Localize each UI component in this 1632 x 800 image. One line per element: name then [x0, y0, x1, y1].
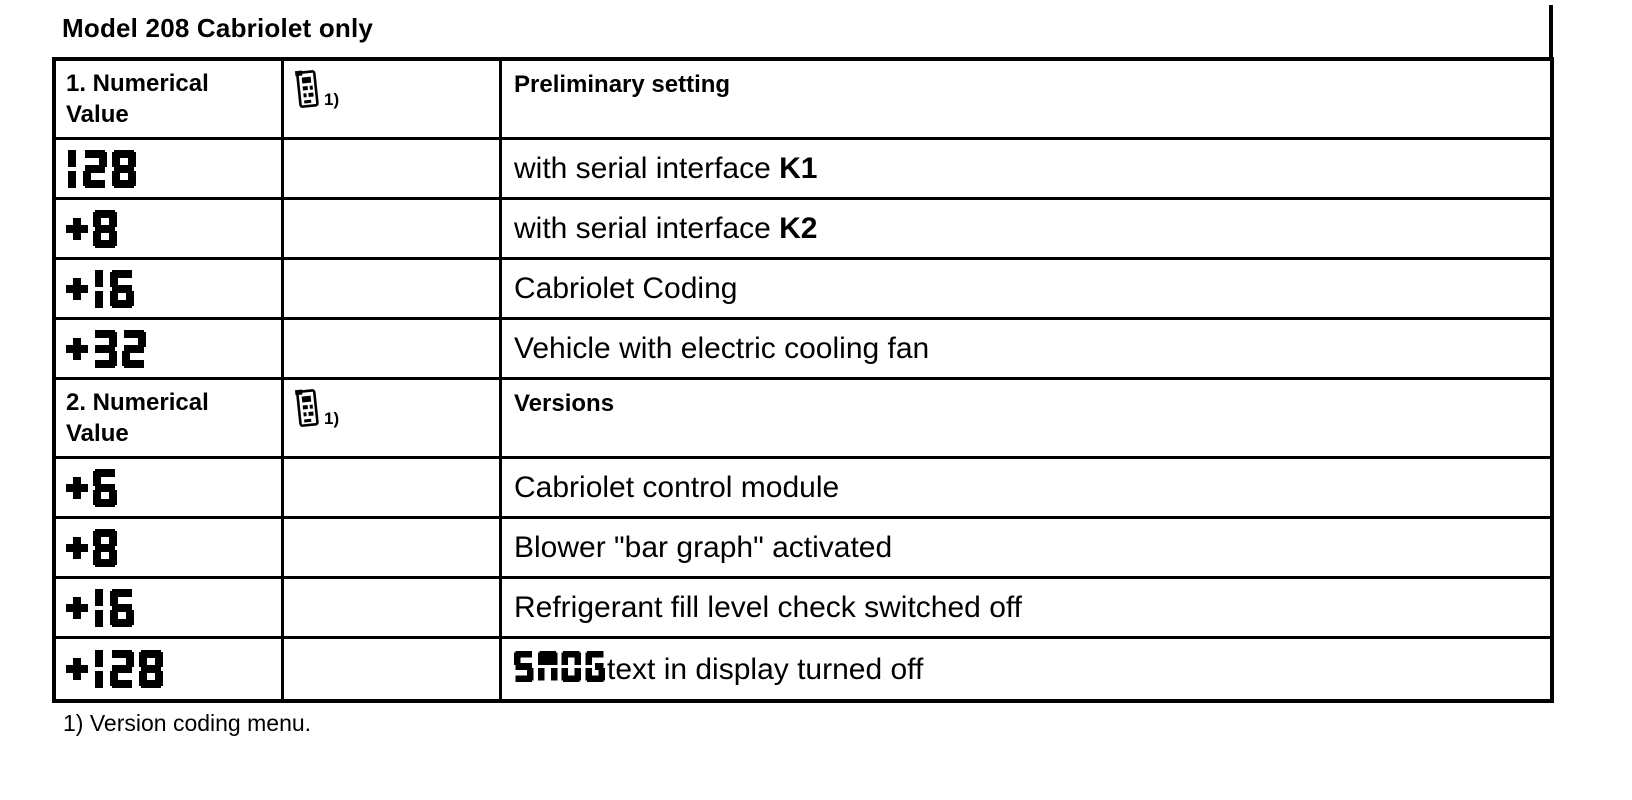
empty-cell: [284, 519, 502, 576]
lcd-value: [66, 149, 136, 188]
table-data-row: text in display turned off: [56, 639, 1550, 699]
description-text: with serial interface K1: [514, 152, 817, 186]
description-cell: Cabriolet control module: [502, 459, 1550, 516]
lcd-value: [66, 269, 134, 308]
description-part: K2: [779, 211, 818, 245]
description-text: Cabriolet Coding: [514, 272, 737, 306]
lcd-value-cell: [56, 579, 284, 636]
tester-icon-cell: 1): [284, 61, 502, 137]
description-cell: Vehicle with electric cooling fan: [502, 320, 1550, 377]
header-label: 1. Numerical Value: [66, 70, 209, 129]
table-data-row: Refrigerant fill level check switched of…: [56, 579, 1550, 639]
description-cell: Blower "bar graph" activated: [502, 519, 1550, 576]
lcd-value-cell: [56, 200, 284, 257]
table-data-row: Cabriolet control module: [56, 459, 1550, 519]
empty-cell: [284, 459, 502, 516]
description-part: Refrigerant fill level check switched of…: [514, 590, 1023, 624]
coding-table: 1. Numerical Value 1): [52, 57, 1554, 703]
lcd-value: [66, 209, 117, 248]
footnote-marker: 1): [324, 409, 340, 428]
table-data-row: with serial interface K1: [56, 140, 1550, 200]
footnote: 1) Version coding menu.: [63, 710, 312, 736]
description-cell: Preliminary setting: [502, 61, 1550, 137]
description-text: Refrigerant fill level check switched of…: [514, 591, 1022, 625]
description-part: Vehicle with electric cooling fan: [514, 331, 930, 365]
empty-cell: [284, 260, 502, 317]
table-header-row: 1. Numerical Value 1): [56, 61, 1550, 140]
table-data-row: Cabriolet Coding: [56, 260, 1550, 320]
section-title: Model 208 Cabriolet only: [62, 13, 374, 43]
description-part: text in display turned off: [607, 653, 924, 686]
description-part: with serial interface: [514, 151, 780, 185]
description-text: Versions: [514, 390, 614, 417]
description-cell: Versions: [502, 380, 1550, 456]
lcd-value: [66, 650, 163, 688]
lcd-value-cell: [56, 260, 284, 317]
empty-cell: [284, 579, 502, 636]
lcd-value-cell: [56, 320, 284, 377]
description-text: Blower "bar graph" activated: [514, 531, 892, 565]
lcd-value-cell: [56, 140, 284, 197]
description-text: Cabriolet control module: [514, 471, 839, 505]
numerical-value-header-cell: 2. Numerical Value: [56, 380, 284, 456]
description-cell: Refrigerant fill level check switched of…: [502, 579, 1550, 636]
description-cell: Cabriolet Coding: [502, 260, 1550, 317]
empty-cell: [284, 140, 502, 197]
lcd-value: [66, 528, 117, 567]
empty-cell: [284, 639, 502, 699]
description-part: Cabriolet control module: [514, 470, 840, 504]
description-part: Blower "bar graph" activated: [514, 530, 893, 564]
description-text: text in display turned off: [514, 651, 923, 687]
tester-icon-cell: 1): [284, 380, 502, 456]
footnote-marker: 1): [324, 90, 340, 109]
lcd-value: [66, 588, 134, 627]
table-data-row: Blower "bar graph" activated: [56, 519, 1550, 579]
description-text: Vehicle with electric cooling fan: [514, 332, 929, 366]
description-part: Versions: [514, 390, 615, 417]
lcd-value: [66, 468, 117, 507]
lcd-value-cell: [56, 519, 284, 576]
description-part: with serial interface: [514, 211, 780, 245]
description-part: Preliminary setting: [514, 71, 731, 98]
description-text: with serial interface K2: [514, 212, 817, 246]
description-cell: with serial interface K1: [502, 140, 1550, 197]
numerical-value-header-cell: 1. Numerical Value: [56, 61, 284, 137]
lcd-value-cell: [56, 639, 284, 699]
description-part: Cabriolet Coding: [514, 271, 738, 305]
lcd-value: [66, 329, 146, 368]
empty-cell: [284, 200, 502, 257]
description-cell: with serial interface K2: [502, 200, 1550, 257]
table-data-row: Vehicle with electric cooling fan: [56, 320, 1550, 380]
description-part: K1: [779, 151, 818, 185]
table-data-row: with serial interface K2: [56, 200, 1550, 260]
description-text: Preliminary setting: [514, 71, 730, 98]
empty-cell: [284, 320, 502, 377]
lcd-value-cell: [56, 459, 284, 516]
hand-held-tester-icon: [293, 68, 323, 112]
lcd-inline-text: [514, 651, 607, 686]
hand-held-tester-icon: [293, 387, 323, 431]
title-right-border: [1549, 5, 1553, 58]
description-cell: text in display turned off: [502, 639, 1550, 699]
table-header-row: 2. Numerical Value 1): [56, 380, 1550, 459]
header-label: 2. Numerical Value: [66, 389, 209, 448]
